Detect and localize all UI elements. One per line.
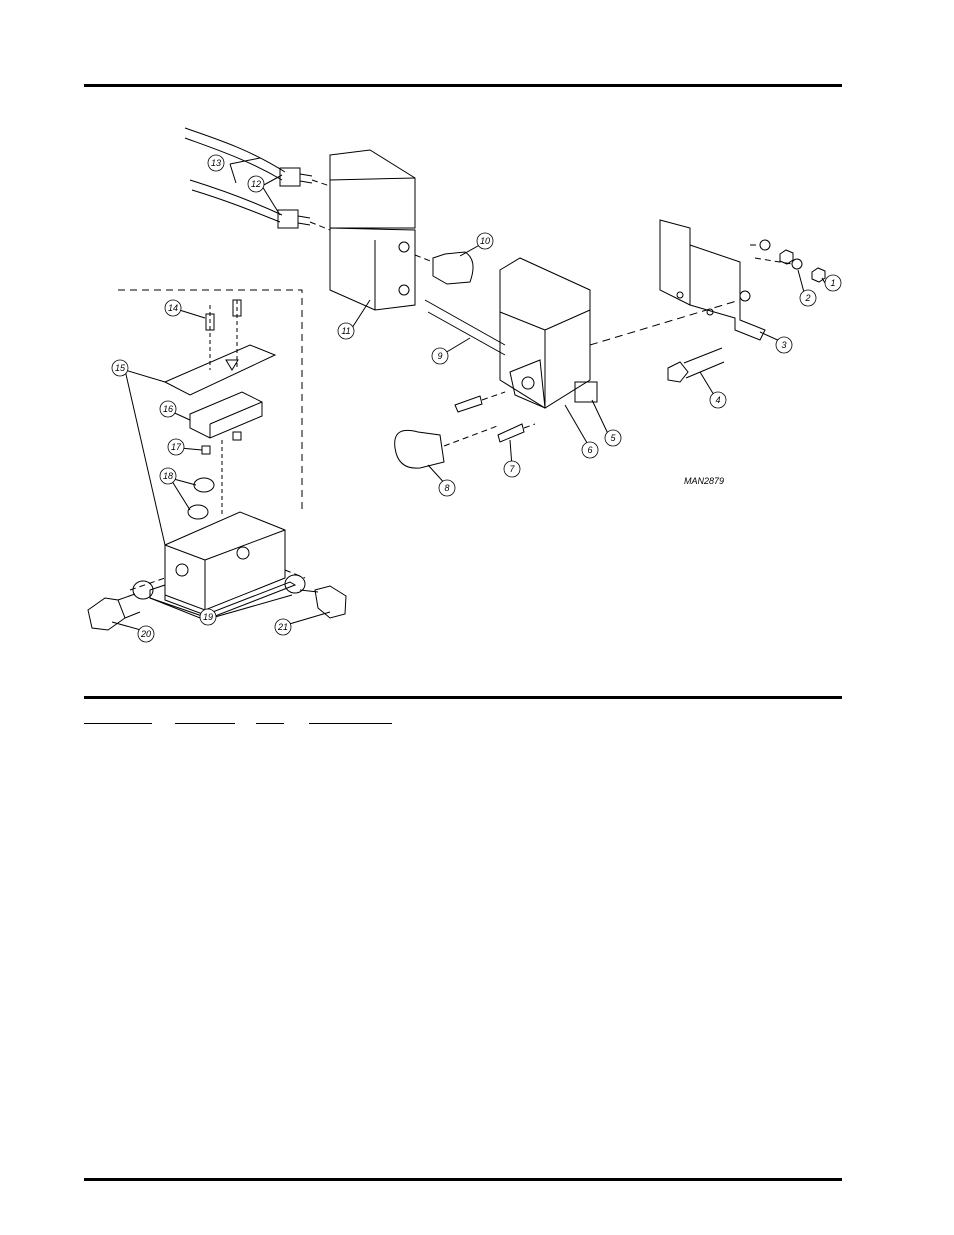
callout-label-15: 15: [115, 363, 126, 373]
callout-label-10: 10: [480, 236, 490, 246]
callout-bubble-2: [799, 289, 817, 307]
callout-label-16: 16: [163, 404, 173, 414]
callout-bubble-3: [775, 336, 793, 354]
callout-bubble-14: [164, 299, 182, 317]
callout-bubble-13: [207, 154, 225, 172]
callout-label-8: 8: [444, 483, 449, 493]
plug-8: [394, 429, 445, 469]
callout-label-5: 5: [610, 433, 616, 443]
inset-boundary: [118, 289, 303, 512]
middle-rule: [84, 696, 842, 699]
washer-2a: [759, 239, 771, 251]
washer-2b: [791, 258, 803, 270]
seal-19b: [284, 574, 306, 594]
seal-19a: [132, 580, 154, 600]
callout-bubble-11: [337, 322, 355, 340]
callout-label-6: 6: [587, 445, 592, 455]
callout-label-21: 21: [277, 622, 288, 632]
callout-bubble-8: [438, 479, 456, 497]
callout-label-18: 18: [163, 471, 173, 481]
tubing-lower-b: [191, 189, 281, 223]
callout-bubble-15: [111, 359, 129, 377]
callout-label-13: 13: [211, 158, 221, 168]
bracket-3: [659, 219, 766, 341]
tubing-upper-b: [184, 137, 283, 181]
junction-box: [164, 511, 286, 611]
screw-upper: [454, 395, 483, 413]
grommet-18b: [187, 504, 209, 520]
terminal-block: [189, 391, 263, 439]
column-header-1: [84, 711, 152, 724]
callout-label-20: 20: [140, 629, 151, 639]
callout-label-11: 11: [341, 326, 350, 336]
callout-bubble-7: [503, 460, 521, 478]
figure-id: MAN2879: [684, 476, 724, 486]
valve-block-lower: [329, 227, 416, 311]
bottom-rule: [84, 1178, 842, 1181]
valve-block-upper: [329, 149, 416, 229]
fitting-5: [574, 381, 598, 403]
top-rule: [84, 84, 842, 87]
callout-label-7: 7: [509, 464, 515, 474]
callout-bubble-18: [159, 467, 177, 485]
screw-7: [497, 423, 525, 443]
callout-bubble-5: [604, 429, 622, 447]
callout-bubble-20: [137, 625, 155, 643]
grommet-18a: [193, 477, 215, 493]
fitting-upper: [279, 167, 301, 187]
tubing-lower: [189, 179, 283, 216]
fitting-lower: [277, 209, 299, 229]
column-header-2: [175, 711, 235, 724]
callout-label-4: 4: [715, 395, 720, 405]
callout-label-3: 3: [781, 340, 786, 350]
callout-label-17: 17: [171, 442, 182, 452]
screw-14b: [232, 299, 242, 317]
bolt-4: [667, 361, 689, 383]
nut-1a: [779, 249, 794, 265]
cover-plate: [163, 344, 277, 396]
callout-bubble-17: [167, 438, 185, 456]
valve-body-6: [499, 257, 591, 409]
nut-1b: [811, 267, 826, 283]
column-header-4: [309, 711, 392, 724]
callout-bubble-6: [581, 441, 599, 459]
screw-14a: [205, 313, 215, 331]
column-header-3: [256, 711, 284, 724]
callout-label-12: 12: [251, 179, 261, 189]
fitting-21: [314, 585, 347, 619]
callout-bubble-12: [247, 175, 265, 193]
plug-10: [432, 251, 474, 285]
callout-bubble-19: [199, 608, 217, 626]
callout-bubble-21: [274, 618, 292, 636]
callout-bubble-16: [159, 400, 177, 418]
callout-bubble-10: [476, 232, 494, 250]
screw-17: [201, 445, 211, 455]
callout-label-1: 1: [830, 278, 835, 288]
fitting-20: [87, 597, 126, 631]
callout-bubble-4: [709, 391, 727, 409]
tubing-upper: [184, 127, 286, 173]
callout-label-2: 2: [804, 293, 810, 303]
callout-label-14: 14: [168, 303, 178, 313]
callout-label-9: 9: [437, 351, 442, 361]
callout-bubble-1: [824, 274, 842, 292]
callout-bubble-9: [431, 347, 449, 365]
callout-label-19: 19: [203, 612, 213, 622]
